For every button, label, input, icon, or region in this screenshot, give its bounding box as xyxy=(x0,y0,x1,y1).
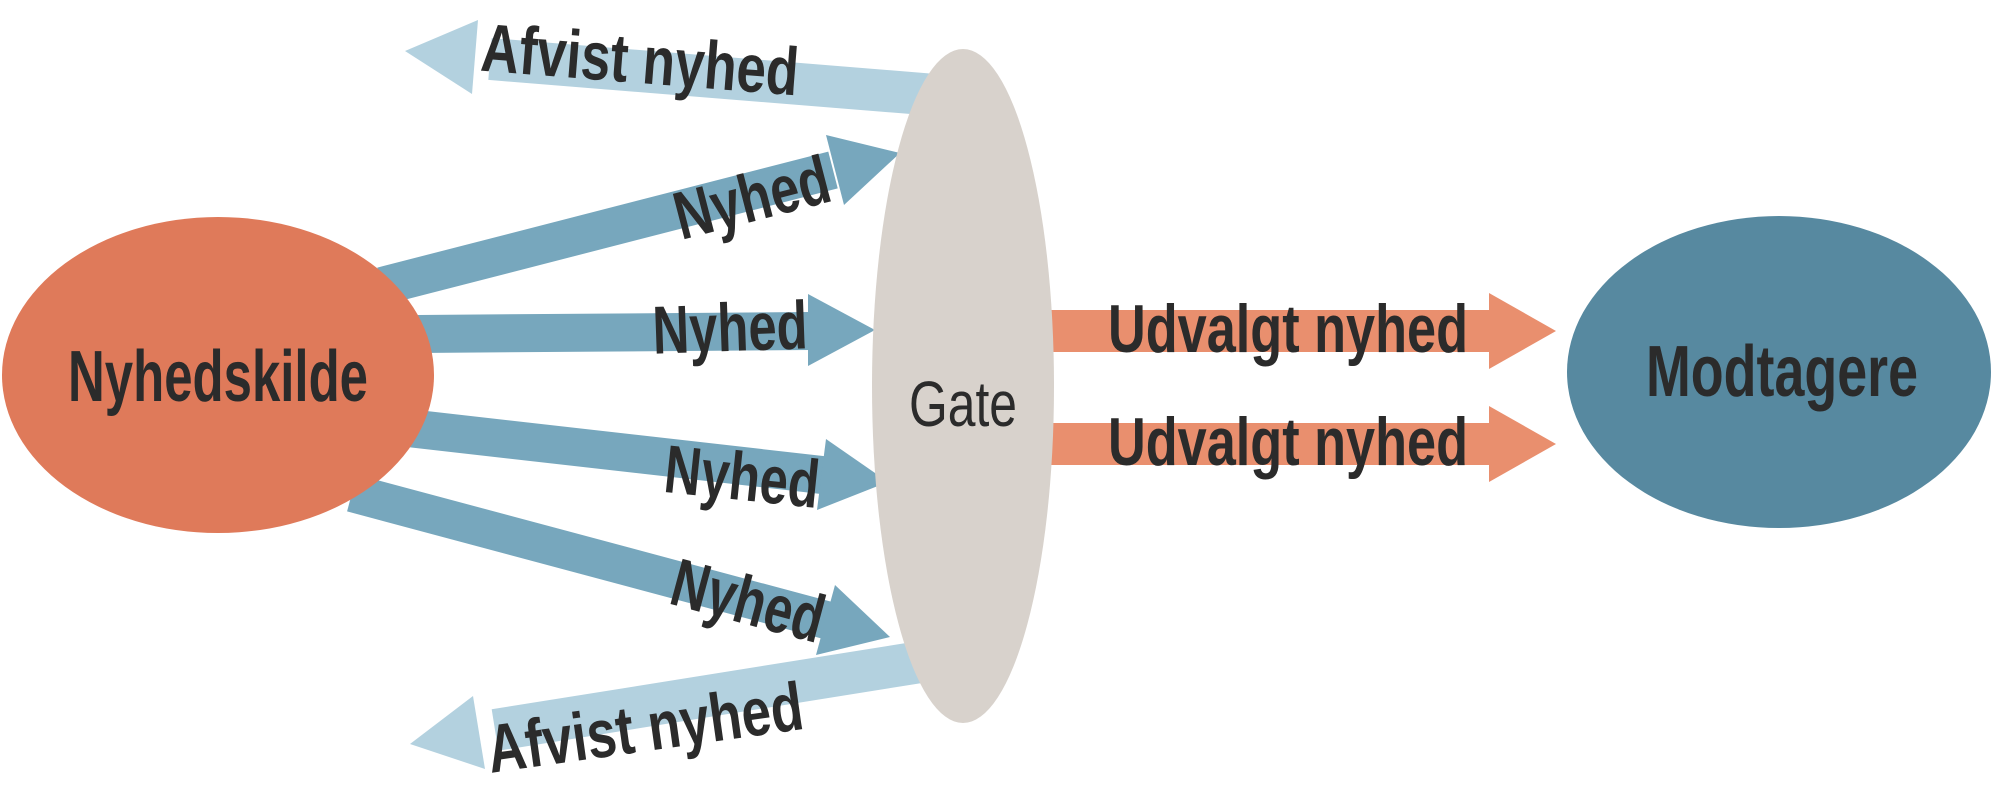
source-node xyxy=(2,217,434,533)
selected-news-arrow-bottom xyxy=(1048,406,1556,482)
rejected-arrow-top-shaft xyxy=(488,38,950,117)
arrows-layer xyxy=(347,20,1556,769)
news-arrow-3-label: Nyhed xyxy=(661,431,823,523)
selected-arrow-top-head-icon xyxy=(1489,293,1556,369)
news-arrow-2-shaft xyxy=(417,312,811,353)
news-arrow-3-head-icon xyxy=(817,439,888,510)
source-node-label: Nyhedskilde xyxy=(68,337,368,417)
news-arrow-1-shaft xyxy=(377,151,838,305)
news-arrow-4 xyxy=(347,474,890,655)
news-arrow-4-shaft xyxy=(347,474,831,639)
rejected-arrow-top-head-icon xyxy=(405,20,478,94)
selected-arrow-top-label: Udvalgt nyhed xyxy=(1108,291,1468,367)
rejected-arrow-bottom-head-icon xyxy=(410,696,485,769)
receivers-node xyxy=(1567,216,1991,528)
selected-news-arrow-top xyxy=(1048,293,1556,369)
selected-arrow-bottom-label: Udvalgt nyhed xyxy=(1108,404,1468,480)
news-arrow-2-label: Nyhed xyxy=(651,287,809,368)
gate-node-label: Gate xyxy=(909,368,1017,440)
gate-node xyxy=(872,49,1054,723)
news-arrow-2-head-icon xyxy=(808,294,875,366)
news-arrow-3 xyxy=(405,409,888,510)
news-arrow-2 xyxy=(417,294,875,366)
rejected-news-arrow-bottom xyxy=(410,639,937,769)
selected-arrow-bottom-head-icon xyxy=(1489,406,1556,482)
receivers-node-label: Modtagere xyxy=(1646,332,1918,412)
news-arrow-3-shaft xyxy=(405,409,825,494)
news-arrow-1-head-icon xyxy=(826,135,900,205)
news-arrow-1 xyxy=(377,135,900,305)
rejected-news-arrow-top xyxy=(405,20,950,117)
nodes-layer xyxy=(2,49,1991,723)
news-arrow-4-head-icon xyxy=(816,585,890,655)
rejected-arrow-bottom-shaft xyxy=(491,639,937,751)
